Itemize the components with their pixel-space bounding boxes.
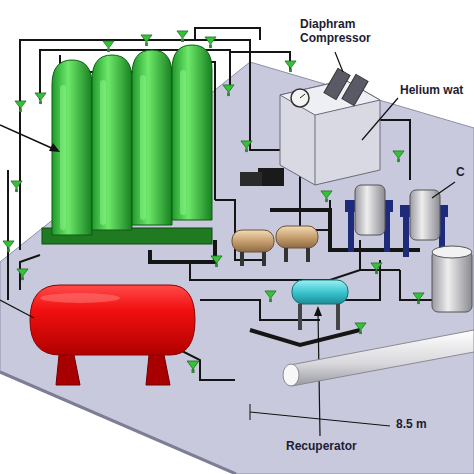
component-label: Helium wat — [400, 84, 463, 98]
component-label: Diaphram Compressor — [300, 18, 392, 46]
component-label: C — [456, 166, 465, 180]
dimension-label: 8.5 m — [396, 418, 427, 432]
component-label: Recuperator — [286, 440, 357, 454]
